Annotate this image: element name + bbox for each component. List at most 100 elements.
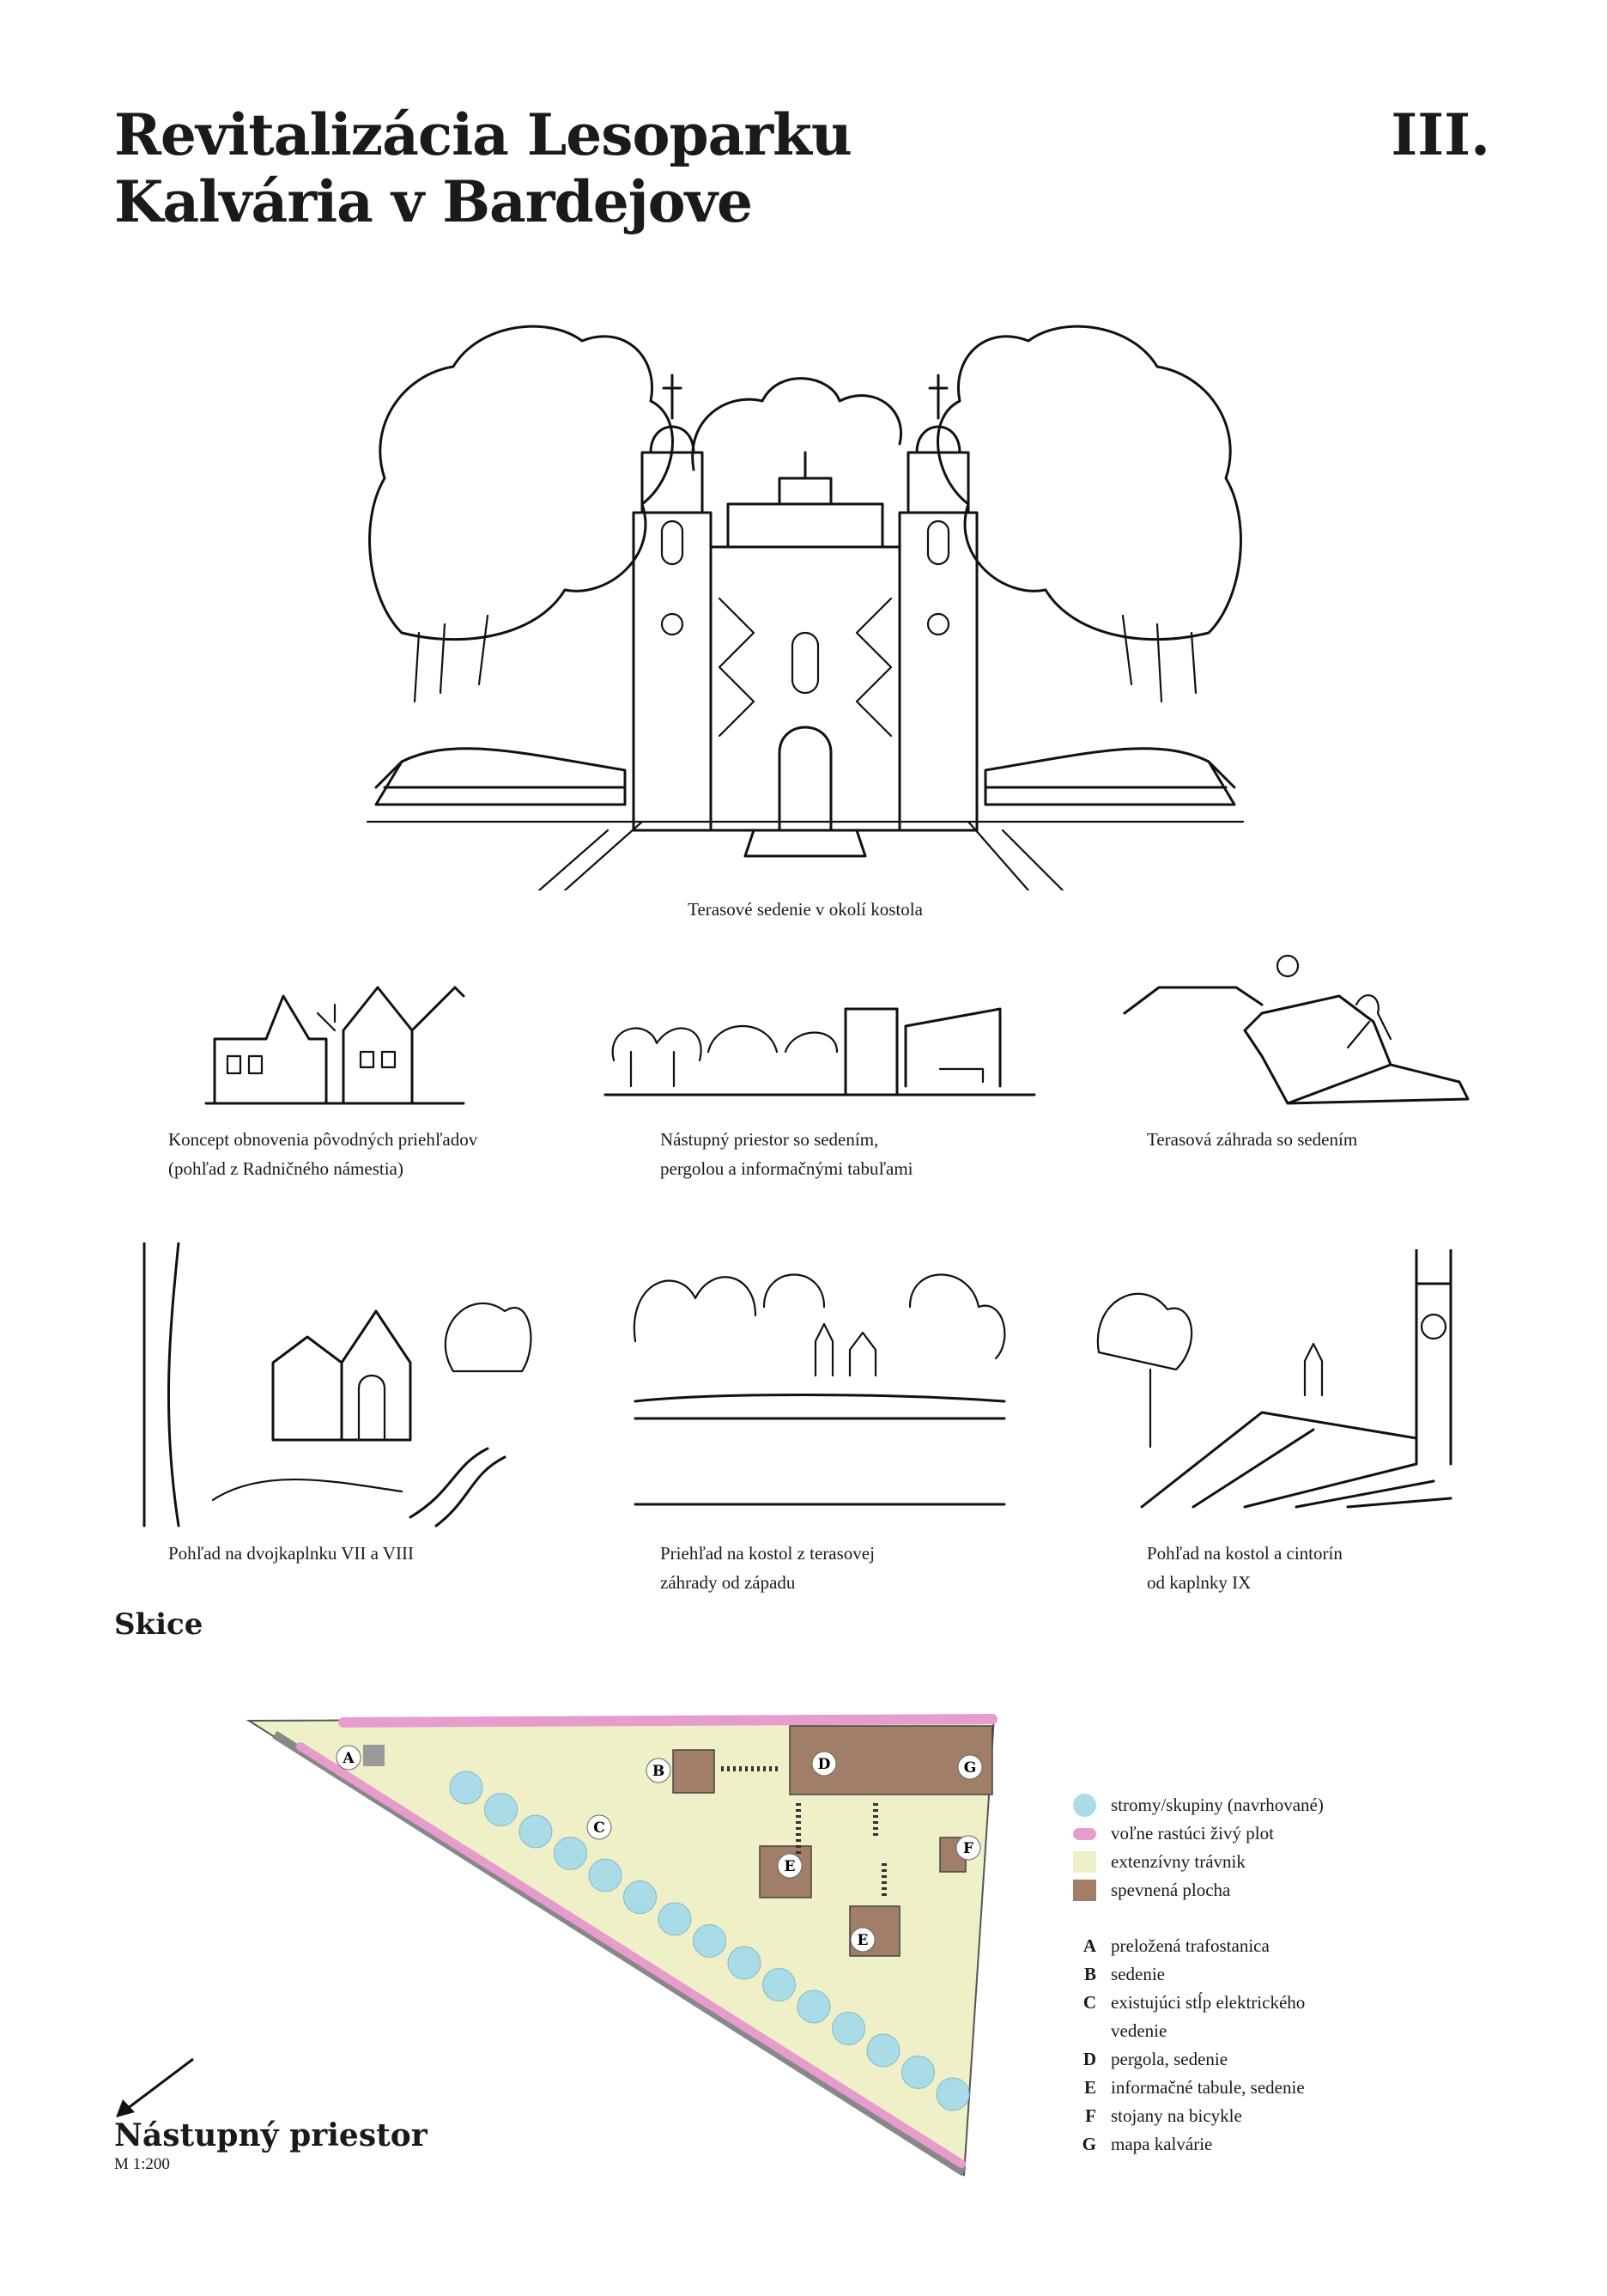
legend-item: stromy/skupiny (navrhované) — [1073, 1791, 1324, 1819]
paved-area-a — [363, 1745, 385, 1766]
sketch-caption-3: Terasová záhrada so sedením — [1147, 1125, 1357, 1154]
caption-line: Koncept obnovenia pôvodných priehľadov — [168, 1129, 478, 1150]
sketch-caption-4: Pohľad na dvojkaplnku VII a VIII — [168, 1539, 414, 1568]
tree-circle — [762, 1968, 796, 2001]
tree-circle — [554, 1837, 587, 1870]
svg-text:F: F — [963, 1840, 973, 1857]
plan-marker-c: C — [586, 1814, 612, 1840]
svg-text:C: C — [593, 1819, 605, 1837]
plan-marker-d: D — [811, 1751, 837, 1777]
benches — [721, 1766, 887, 1898]
title-line-2: Kalvária v Bardejove — [114, 168, 753, 235]
sketch-entrance-square — [603, 1007, 1036, 1096]
tree-circle — [936, 2077, 970, 2111]
tree-circle — [449, 1771, 483, 1805]
plan-marker-g: G — [957, 1754, 983, 1780]
svg-text:A: A — [342, 1750, 355, 1767]
svg-text:D: D — [818, 1756, 831, 1773]
legend-key-letter: B — [1083, 1964, 1096, 1984]
tree-group — [449, 1771, 970, 2111]
caption-line: záhrady od západu — [660, 1572, 796, 1593]
tree-circle — [727, 1946, 761, 1980]
tree-circle — [623, 1880, 657, 1914]
legend-key-label: existujúci stĺp elektrického — [1111, 1992, 1306, 2013]
tree-circle — [797, 1989, 831, 2024]
plan-scale: M 1:200 — [114, 2155, 170, 2173]
sketch-town-square — [204, 986, 465, 1105]
svg-text:B: B — [652, 1763, 664, 1780]
circle-swatch-icon — [1073, 1794, 1096, 1817]
caption-line: (pohľad z Radničného námestia) — [168, 1158, 403, 1179]
svg-text:G: G — [964, 1759, 977, 1777]
caption-line: Nástupný priestor so sedením, — [660, 1129, 879, 1150]
hedge-diagonal — [296, 1742, 966, 2168]
direction-arrow-icon — [116, 2057, 194, 2117]
marker-group: A B C D E E F G — [336, 1745, 983, 1953]
legend-key-letter: F — [1085, 2105, 1096, 2126]
legend-item: spevnená plocha — [1073, 1876, 1324, 1904]
legend-key-label: stojany na bicykle — [1111, 2105, 1242, 2126]
legend-key-label: sedenie — [1111, 1964, 1165, 1984]
legend-item: extenzívny trávnik — [1073, 1848, 1324, 1876]
legend-key-label: informačné tabule, sedenie — [1111, 2077, 1305, 2098]
sketch-church-cemetery — [1096, 1249, 1452, 1509]
legend-key-letter: C — [1082, 1992, 1096, 2013]
hedge-swatch-icon — [1073, 1827, 1096, 1840]
svg-text:E: E — [858, 1932, 869, 1949]
legend-key: vedenie — [1073, 2017, 1324, 2045]
sketch-church-view-west — [633, 1273, 1006, 1506]
legend-key-label: vedenie — [1111, 2020, 1167, 2041]
svg-text:E: E — [785, 1858, 796, 1875]
site-plan: A B C D E E F G — [246, 1714, 998, 2177]
square-swatch-icon — [1073, 1851, 1096, 1873]
legend-label: spevnená plocha — [1111, 1880, 1231, 1900]
tree-circle — [484, 1793, 518, 1826]
legend-key-label: pergola, sedenie — [1111, 2049, 1228, 2069]
caption-line: Terasová záhrada so sedením — [1147, 1129, 1358, 1150]
plan-marker-b: B — [646, 1758, 671, 1783]
tree-circle — [832, 2012, 865, 2045]
legend-key-letter: G — [1082, 2134, 1096, 2154]
plan-title: Nástupný priestor — [114, 2117, 428, 2153]
caption-line: Pohľad na kostol a cintorín — [1147, 1543, 1343, 1564]
section-title-skice: Skice — [114, 1607, 203, 1642]
tree-circle — [866, 2033, 901, 2068]
legend-key-label: preložená trafostanica — [1111, 1935, 1270, 1956]
caption-line: Priehľad na kostol z terasovej — [660, 1543, 875, 1564]
plan-marker-a: A — [336, 1745, 361, 1771]
caption-line: Pohľad na dvojkaplnku VII a VIII — [168, 1543, 414, 1564]
sketch-caption-2: Nástupný priestor so sedením, pergolou a … — [660, 1125, 913, 1183]
legend-key-letter: D — [1082, 2049, 1096, 2069]
tree-circle — [901, 2056, 935, 2089]
plan-marker-f: F — [955, 1835, 981, 1861]
legend-label: stromy/skupiny (navrhované) — [1111, 1795, 1324, 1815]
sketch-caption-6: Pohľad na kostol a cintorín od kaplnky IX — [1147, 1539, 1343, 1597]
title-line-1: Revitalizácia Lesoparku — [114, 101, 852, 168]
page-title: Revitalizácia Lesoparku Kalvária v Barde… — [114, 101, 852, 235]
plan-marker-e: E — [777, 1853, 803, 1879]
sketch-double-chapel — [143, 1242, 532, 1528]
legend-item: voľne rastúci živý plot — [1073, 1819, 1324, 1848]
sheet-number: III. — [1391, 101, 1490, 168]
tree-circle — [518, 1814, 553, 1849]
main-sketch-caption: Terasové sedenie v okolí kostola — [688, 899, 923, 920]
square-swatch-icon — [1073, 1880, 1096, 1901]
legend-label: voľne rastúci živý plot — [1111, 1823, 1274, 1843]
legend-label: extenzívny trávnik — [1111, 1851, 1246, 1872]
legend-key-letter: A — [1082, 1935, 1096, 1956]
sketch-caption-5: Priehľad na kostol z terasovej záhrady od… — [660, 1539, 875, 1597]
church-terrace-sketch — [366, 325, 1245, 890]
plan-legend: stromy/skupiny (navrhované) voľne rastúci… — [1073, 1791, 1324, 2159]
caption-line: od kaplnky IX — [1147, 1572, 1252, 1593]
caption-line: pergolou a informačnými tabuľami — [660, 1158, 913, 1179]
tree-circle — [693, 1924, 726, 1958]
legend-key-label: mapa kalvárie — [1111, 2134, 1213, 2154]
sketch-terrace-garden — [1123, 954, 1470, 1105]
tree-circle — [588, 1858, 622, 1892]
